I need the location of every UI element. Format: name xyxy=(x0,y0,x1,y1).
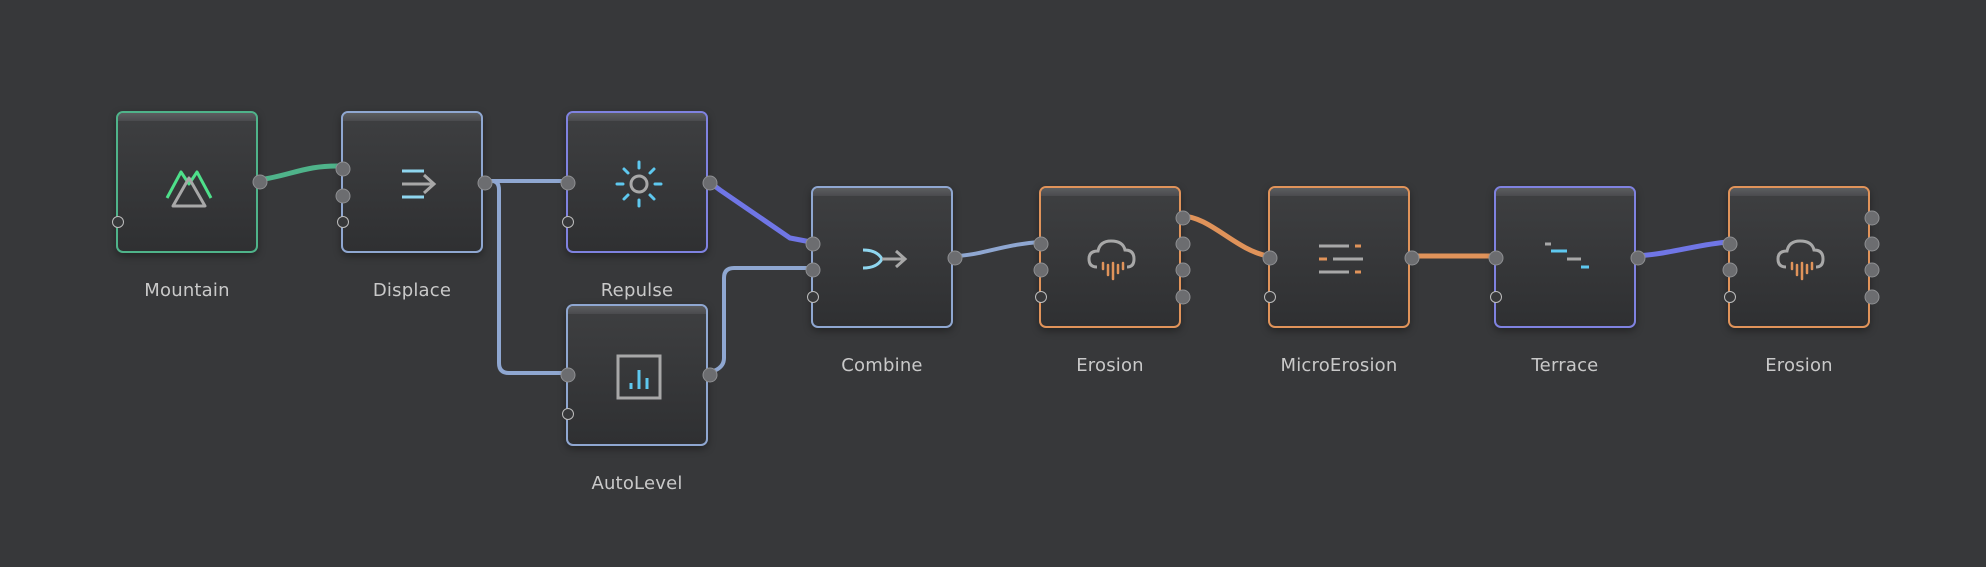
input-port[interactable] xyxy=(562,216,574,228)
input-port[interactable] xyxy=(807,291,819,303)
terrace-steps-icon xyxy=(1545,242,1589,269)
wire-displace-autolevel[interactable] xyxy=(480,179,568,375)
node-label-terrace: Terrace xyxy=(1531,355,1599,376)
input-port[interactable] xyxy=(1033,262,1049,278)
input-port[interactable] xyxy=(1488,250,1504,266)
output-port[interactable] xyxy=(702,367,718,383)
wire-mountain-displace[interactable] xyxy=(255,163,344,183)
node-label-erosion: Erosion xyxy=(1765,355,1833,376)
node-label-combine: Combine xyxy=(841,355,923,376)
input-port[interactable] xyxy=(560,175,576,191)
node-mountain[interactable] xyxy=(112,111,268,253)
node-erosion[interactable] xyxy=(1033,186,1191,328)
node-label-mountain: Mountain xyxy=(144,280,230,301)
node-label-displace: Displace xyxy=(372,280,452,301)
output-port[interactable] xyxy=(702,175,718,191)
output-port[interactable] xyxy=(1864,236,1880,252)
input-port[interactable] xyxy=(1035,291,1047,303)
input-port[interactable] xyxy=(805,236,821,252)
node-label-erosion: Erosion xyxy=(1076,355,1144,376)
input-port[interactable] xyxy=(562,408,574,420)
output-port[interactable] xyxy=(252,174,268,190)
input-port[interactable] xyxy=(560,367,576,383)
output-port[interactable] xyxy=(1864,262,1880,278)
node-terrace[interactable] xyxy=(1488,186,1646,328)
wire-repulse-combine[interactable] xyxy=(705,178,814,245)
node-microerosion[interactable] xyxy=(1262,186,1420,328)
sun-icon xyxy=(615,160,663,208)
bar-chart-icon xyxy=(616,354,662,400)
output-port[interactable] xyxy=(947,250,963,266)
mountain-icon xyxy=(165,170,213,208)
node-combine[interactable] xyxy=(805,186,963,328)
displace-arrow-icon xyxy=(402,169,437,199)
input-port[interactable] xyxy=(335,161,351,177)
node-erosion[interactable] xyxy=(1722,186,1880,328)
merge-arrow-icon xyxy=(862,248,908,270)
output-port[interactable] xyxy=(1175,262,1191,278)
input-port[interactable] xyxy=(1724,291,1736,303)
input-port[interactable] xyxy=(335,188,351,204)
wire-terrace-erosion[interactable] xyxy=(1633,239,1731,259)
input-port[interactable] xyxy=(1262,250,1278,266)
input-port[interactable] xyxy=(112,216,124,228)
input-port[interactable] xyxy=(1722,262,1738,278)
input-port[interactable] xyxy=(1490,291,1502,303)
node-autolevel[interactable] xyxy=(560,304,718,446)
input-port[interactable] xyxy=(805,262,821,278)
output-port[interactable] xyxy=(1404,250,1420,266)
wire-autolevel-combine[interactable] xyxy=(706,266,813,375)
node-displace[interactable] xyxy=(335,111,493,253)
wire-combine-erosion[interactable] xyxy=(951,240,1041,258)
sliders-icon xyxy=(1319,244,1363,274)
output-port[interactable] xyxy=(1175,236,1191,252)
input-port[interactable] xyxy=(1033,236,1049,252)
node-label-repulse: Repulse xyxy=(600,280,674,301)
node-label-microerosion: MicroErosion xyxy=(1280,355,1398,376)
output-port[interactable] xyxy=(477,175,493,191)
node-repulse[interactable] xyxy=(560,111,718,253)
input-port[interactable] xyxy=(1264,291,1276,303)
rain-cloud-icon xyxy=(1087,239,1136,281)
input-port[interactable] xyxy=(1722,236,1738,252)
wire-erosion-microerosion[interactable] xyxy=(1178,213,1271,259)
node-label-autolevel: AutoLevel xyxy=(591,473,683,494)
output-port[interactable] xyxy=(1175,210,1191,226)
input-port[interactable] xyxy=(337,216,349,228)
output-port[interactable] xyxy=(1864,210,1880,226)
output-port[interactable] xyxy=(1175,289,1191,305)
output-port[interactable] xyxy=(1630,250,1646,266)
rain-cloud-icon xyxy=(1776,239,1825,281)
output-port[interactable] xyxy=(1864,289,1880,305)
